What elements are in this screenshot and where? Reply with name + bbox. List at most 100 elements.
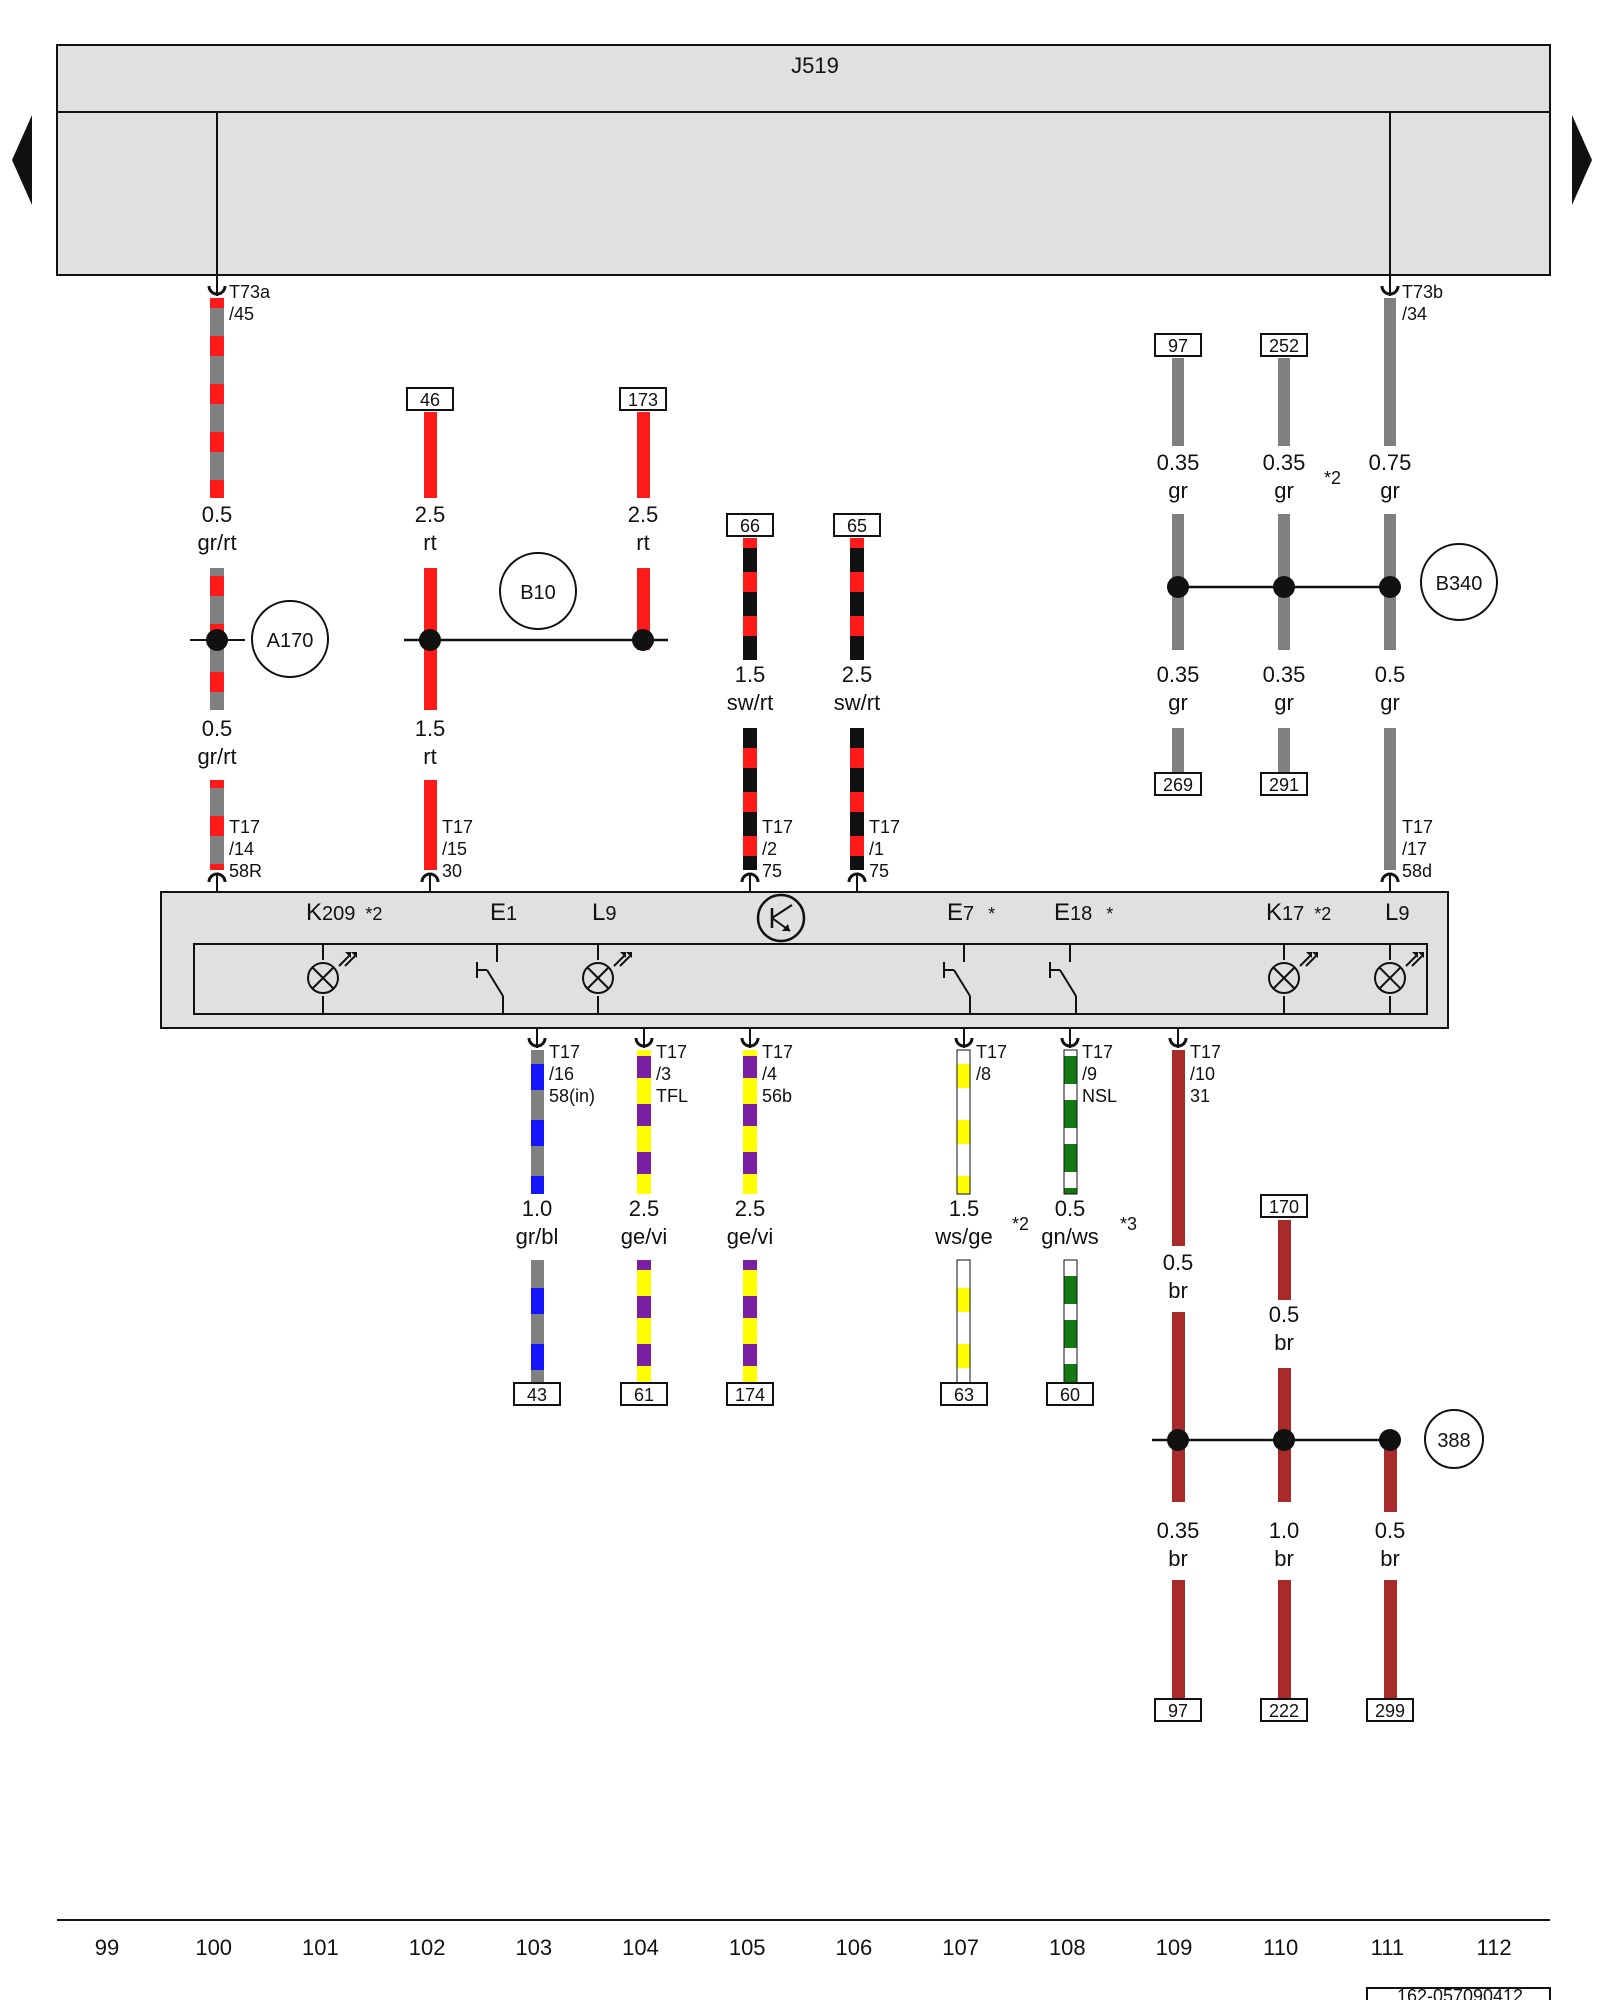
reference-box[interactable] — [620, 1382, 668, 1406]
wire-ws-ge — [956, 1049, 971, 1195]
ground-point-label: B10 — [520, 582, 556, 604]
switch-icon — [486, 969, 504, 997]
switch-icon — [953, 969, 971, 997]
wire-gn-ws — [1063, 1259, 1078, 1385]
wire-gr-bl — [531, 1260, 544, 1384]
reference-box-label: 97 — [1168, 336, 1188, 356]
wire-rt — [424, 780, 437, 870]
wire-gr — [1278, 728, 1290, 774]
ground-point-label: 388 — [1437, 1430, 1470, 1452]
reference-box[interactable] — [1260, 1698, 1308, 1722]
next-page-arrow-icon[interactable] — [1572, 115, 1592, 205]
track-number: 110 — [1263, 1935, 1298, 1960]
track-number: 102 — [409, 1935, 446, 1960]
control-unit-j519: J519 — [56, 44, 1551, 276]
reference-box-label: 60 — [1060, 1385, 1080, 1405]
splice-node — [1167, 1429, 1189, 1451]
reference-box[interactable] — [940, 1382, 988, 1406]
reference-box-label: 299 — [1375, 1701, 1405, 1721]
component-k209-label: K209*2 — [306, 899, 382, 926]
wire-note: *2 — [1324, 468, 1341, 488]
reference-box[interactable] — [1154, 1698, 1202, 1722]
component-symbols — [307, 943, 1424, 1014]
track-number: 105 — [729, 1935, 766, 1960]
control-unit-label: J519 — [791, 53, 839, 78]
ground-point-b10[interactable] — [499, 552, 577, 630]
reference-box[interactable] — [726, 513, 774, 537]
reference-box-label: 222 — [1269, 1701, 1299, 1721]
rotary-switch-icon[interactable] — [756, 893, 806, 943]
splice-node — [1273, 1429, 1295, 1451]
wire-sw-rt — [743, 538, 757, 660]
ground-point-388[interactable] — [1424, 1409, 1484, 1469]
reference-box[interactable] — [513, 1382, 561, 1406]
connector-label: T73b/34 — [1402, 282, 1443, 324]
track-number: 101 — [302, 1935, 339, 1960]
wire-ge-vi — [743, 1050, 757, 1194]
splices — [190, 576, 1401, 1451]
reference-box[interactable] — [406, 387, 454, 411]
bulb-icon — [582, 962, 614, 994]
reference-box[interactable] — [1154, 772, 1202, 796]
component-e7-label: E7* — [947, 899, 995, 926]
ground-point-a170[interactable] — [251, 600, 329, 678]
wires — [210, 112, 1397, 1702]
bulb-icon — [1268, 962, 1300, 994]
reference-box[interactable] — [1154, 333, 1202, 357]
component-l9b-label: L9 — [1385, 899, 1409, 926]
light-ray-icon — [1405, 955, 1423, 967]
ground-point-b340[interactable] — [1420, 543, 1498, 621]
track-number: 109 — [1156, 1935, 1193, 1960]
reference-box-label: 170 — [1269, 1197, 1299, 1217]
reference-box[interactable] — [619, 387, 667, 411]
wire-br — [1172, 1312, 1185, 1502]
reference-box[interactable] — [1260, 333, 1308, 357]
component-e18-label: E18* — [1054, 899, 1113, 926]
reference-box[interactable] — [1260, 1194, 1308, 1218]
wire-gr — [1278, 358, 1290, 446]
splice-node — [632, 629, 654, 651]
light-ray-icon — [613, 955, 631, 967]
reference-box[interactable] — [1046, 1382, 1094, 1406]
wire-br — [1384, 1580, 1397, 1702]
reference-box-label: 252 — [1269, 336, 1299, 356]
wire-gr — [1384, 298, 1396, 446]
reference-box[interactable] — [726, 1382, 774, 1406]
component-labels: K209*2 E1 L9 E7* E18* K17*2 L9 — [306, 899, 1409, 926]
splice-node — [1167, 576, 1189, 598]
reference-box[interactable] — [1366, 1698, 1414, 1722]
ground-point-label: B340 — [1436, 573, 1483, 595]
document-code-label: 162-057090412 — [1397, 1986, 1523, 2000]
light-ray-icon — [1299, 955, 1317, 967]
reference-box-label: 174 — [735, 1385, 765, 1405]
reference-box[interactable] — [833, 513, 881, 537]
reference-box-label: 269 — [1163, 775, 1193, 795]
reference-box[interactable] — [1260, 772, 1308, 796]
reference-box-label: 97 — [1168, 1701, 1188, 1721]
wire-gr — [1172, 358, 1184, 446]
wire-ge-vi — [743, 1260, 757, 1384]
component-k17-label: K17*2 — [1266, 899, 1331, 926]
reference-box-label: 63 — [954, 1385, 974, 1405]
splice-node — [206, 629, 228, 651]
previous-page-arrow-icon[interactable] — [12, 115, 32, 205]
track-number: 108 — [1049, 1935, 1086, 1960]
